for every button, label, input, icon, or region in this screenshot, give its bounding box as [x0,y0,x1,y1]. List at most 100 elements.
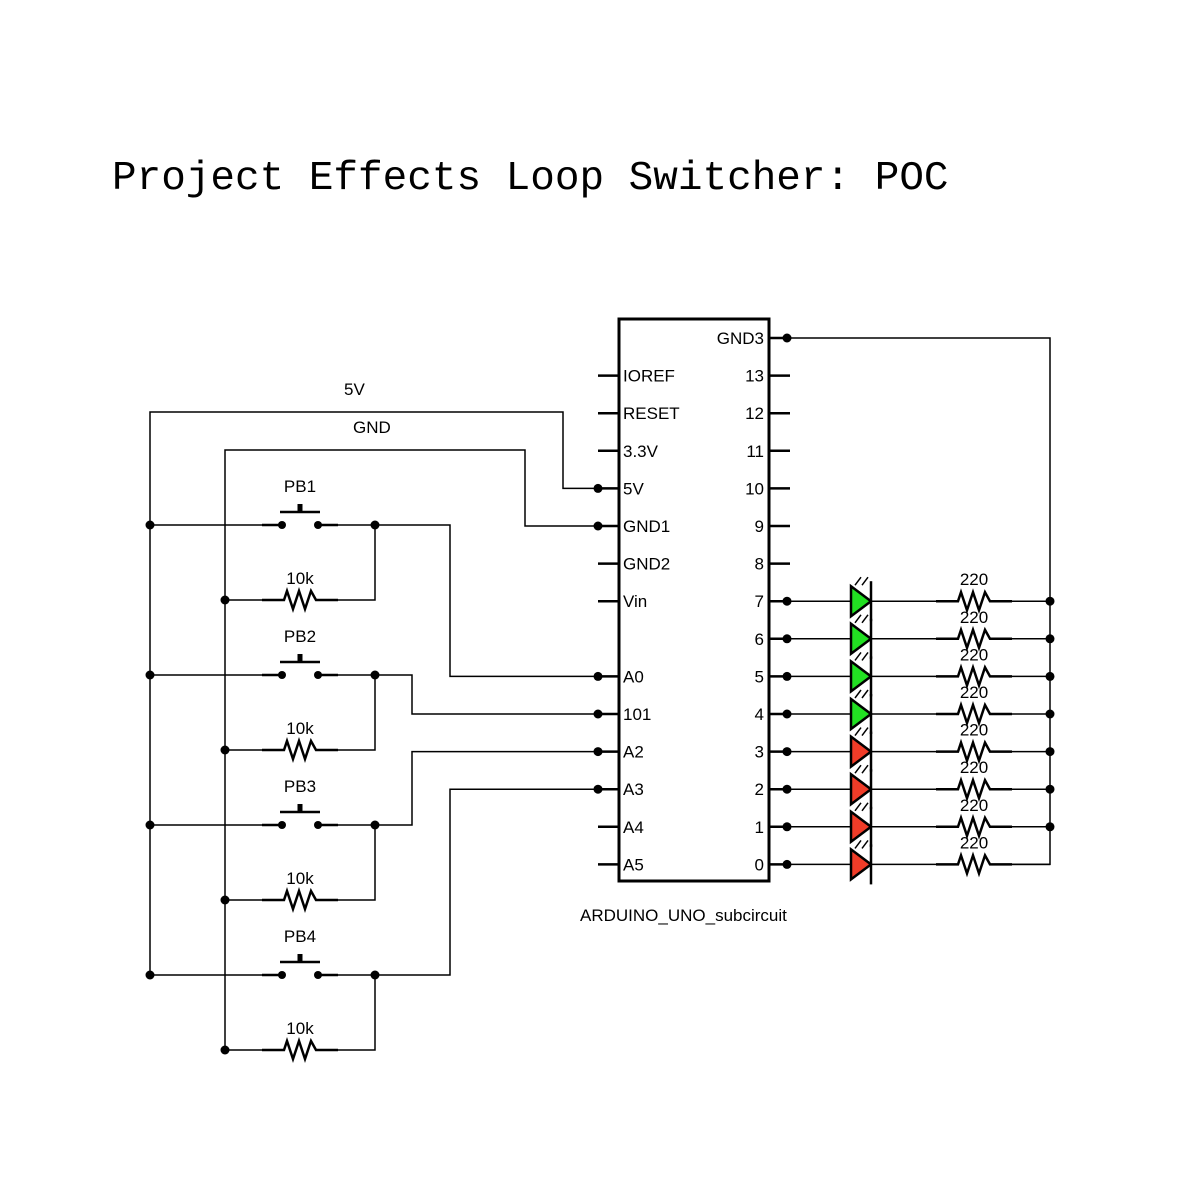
resistor-label: 10k [286,1019,314,1038]
pin-label-a5: A5 [623,855,644,874]
led-4 [849,696,874,732]
pulldown-wire [338,525,376,601]
pushbutton-contact [314,821,322,829]
resistor-label: 220 [960,570,988,589]
led-emission-arrow [854,614,862,624]
pushbutton-pb1-label: PB1 [284,477,316,496]
arduino-body [617,317,771,883]
junction-dot [220,595,230,605]
pin-label-a3: A3 [623,780,644,799]
led-5 [849,658,874,694]
rail-5v-label: 5V [344,380,365,399]
resistor-label: 220 [960,833,988,852]
junction-dot [593,784,603,794]
led-emission-arrow [854,651,862,661]
input-wire [375,788,598,976]
junction-dot [220,895,230,905]
pin-label-7: 7 [755,592,764,611]
pin-label-4: 4 [755,705,764,724]
junction-dot [593,747,603,757]
junction-dot [782,333,792,343]
pin-label-101: 101 [623,705,651,724]
junction-dot [593,709,603,719]
led-emission-arrow [854,839,862,849]
resistor-label: 220 [960,721,988,740]
led-emission-arrow [861,727,869,737]
pin-label-gnd3: GND3 [717,329,764,348]
resistor-label: 220 [960,608,988,627]
resistor-220 [936,851,1012,878]
junction-dot [220,1045,230,1055]
pin-label-reset: RESET [623,404,680,423]
pin-label-10: 10 [745,479,764,498]
pin-label-2: 2 [755,780,764,799]
pin-label-vin: Vin [623,592,647,611]
pushbutton-pb4-label: PB4 [284,927,316,946]
pulldown-wire [338,825,376,901]
pushbutton-contact [314,671,322,679]
pushbutton-contact [278,521,286,529]
pin-label-5: 5 [755,667,764,686]
resistor-10k [262,1037,338,1063]
arduino-label: ARDUINO_UNO_subcircuit [580,906,787,925]
circuit-elements: IOREFRESET3.3V5VGND1GND2VinA0101A2A3A4A5… [145,329,1055,1063]
led-emission-arrow [854,727,862,737]
resistor-10k [262,887,338,913]
pin-label-gnd2: GND2 [623,555,670,574]
resistor-label: 220 [960,796,988,815]
led-emission-arrow [861,651,869,661]
input-wire [375,750,598,826]
pushbutton-pb2-label: PB2 [284,627,316,646]
input-wire [375,524,598,678]
pin-label-a0: A0 [623,667,644,686]
pulldown-wire [338,675,376,751]
pin-label-33v: 3.3V [623,442,659,461]
resistor-10k [262,587,338,613]
resistor-220 [936,663,1012,690]
led-emission-arrow [861,839,869,849]
pin-label-11: 11 [746,442,764,461]
led-0 [849,846,874,882]
resistor-220 [936,625,1012,652]
led-3 [849,734,874,770]
pin-label-a4: A4 [623,818,644,837]
pushbutton-contact [278,671,286,679]
diagram-title: Project Effects Loop Switcher: POC [112,156,949,202]
junction-dot [593,671,603,681]
resistor-label: 10k [286,869,314,888]
pin-label-0: 0 [755,855,764,874]
junction-dot [220,745,230,755]
junction-dot [593,483,603,493]
led-emission-arrow [861,576,869,586]
pushbutton-contact [314,521,322,529]
junction-dot [593,521,603,531]
resistor-label: 10k [286,569,314,588]
pushbutton-contact [314,971,322,979]
resistor-220 [936,588,1012,615]
resistor-label: 220 [960,758,988,777]
resistor-220 [936,776,1012,803]
pushbutton-pb3-label: PB3 [284,777,316,796]
5v-rail [149,411,598,975]
led-emission-arrow [854,689,862,699]
rail-gnd-label: GND [353,418,391,437]
pin-label-3: 3 [755,743,764,762]
resistor-220 [936,701,1012,727]
led-emission-arrow [854,576,862,586]
pin-label-8: 8 [755,555,764,574]
gnd-rail [224,449,598,1050]
resistor-label: 220 [960,683,988,702]
input-wire [375,674,598,715]
pin-label-gnd1: GND1 [623,517,670,536]
led-7 [849,583,874,619]
led-emission-arrow [861,802,869,812]
resistor-220 [936,813,1012,840]
led-emission-arrow [861,614,869,624]
resistor-10k [262,737,338,763]
pin-label-13: 13 [745,367,764,386]
resistor-220 [936,738,1012,765]
pin-label-9: 9 [755,517,764,536]
pin-label-1: 1 [755,818,764,837]
pin-label-6: 6 [755,630,764,649]
